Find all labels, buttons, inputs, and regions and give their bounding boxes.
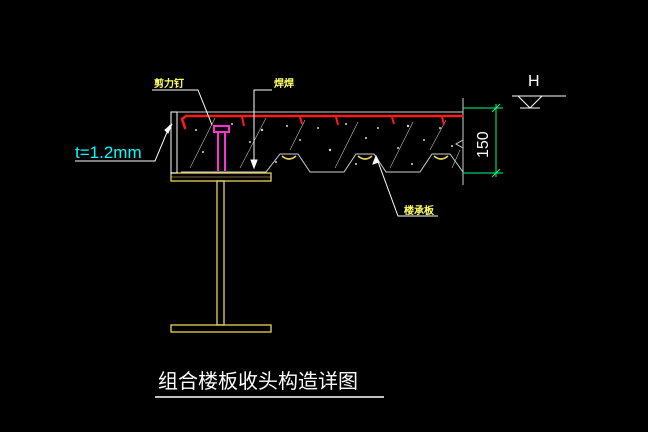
beam-web bbox=[216, 180, 225, 326]
steel-i-beam bbox=[170, 172, 272, 333]
weld-label: 焊焊 bbox=[274, 77, 294, 90]
slab-depth-dimension bbox=[463, 103, 503, 178]
beam-bottom-flange bbox=[170, 324, 272, 333]
slab-depth-label: 150 bbox=[475, 131, 492, 158]
drawing-title: 组合楼板收头构造详图 bbox=[158, 369, 358, 393]
leader-lines bbox=[75, 89, 438, 217]
slab-bottom-profile bbox=[181, 153, 464, 173]
concrete-aggregate-dots bbox=[195, 123, 453, 165]
thickness-label: t=1.2mm bbox=[75, 143, 142, 162]
top-rebar bbox=[180, 114, 464, 130]
shear-stud bbox=[213, 125, 230, 171]
concrete-hatch bbox=[189, 117, 461, 169]
shear-stud-label: 剪力钉 bbox=[154, 77, 184, 90]
deck-label: 楼承板 bbox=[404, 204, 435, 217]
steel-deck bbox=[281, 155, 449, 160]
level-mark-label: H bbox=[528, 73, 540, 90]
level-mark bbox=[512, 95, 566, 109]
break-line-marks bbox=[454, 139, 464, 149]
concrete-slab bbox=[177, 98, 464, 185]
edge-closure-plate bbox=[170, 111, 181, 174]
rebar-ties bbox=[241, 116, 445, 127]
